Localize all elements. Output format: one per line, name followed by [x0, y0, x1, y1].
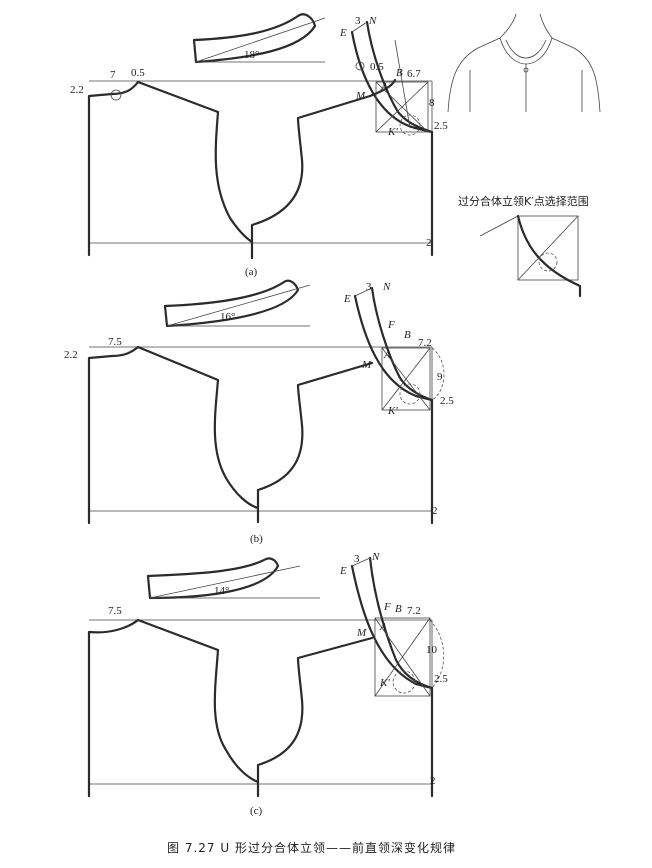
diagram-c: 14° 7.5 2 3 N E F B 7.2 M A	[87, 551, 448, 817]
k-point-inset: 过分合体立领K′点选择范围	[458, 194, 589, 298]
dim-hem-a: 2	[426, 237, 432, 249]
bodice-a: 2.2 7 0.5 2	[70, 67, 434, 260]
dim-top-offset-a: 0.5	[370, 61, 384, 73]
point-B-a: B	[396, 67, 403, 79]
point-B-b: B	[404, 329, 411, 341]
label-c: (c)	[250, 805, 263, 817]
label-b: (b)	[250, 533, 263, 545]
dim-extension-c: 2.5	[434, 673, 448, 685]
point-K-a: K'	[387, 126, 398, 138]
collar-piece-c: 14°	[146, 557, 320, 600]
point-A-c: A	[379, 621, 387, 633]
point-N-b: N	[382, 281, 391, 293]
dim-stand-c: 3	[354, 553, 360, 565]
dim-raise-a: 0.5	[131, 67, 145, 79]
bodice-b: 2.2 7.5 2	[64, 336, 438, 525]
collar-construction-a: 3 N E 0.5 B 6.7 M A 8 K' 2.5	[339, 15, 448, 138]
dim-stand-a: 3	[355, 15, 361, 27]
point-F-b: F	[387, 319, 395, 331]
dim-neck-width-c: 7.5	[108, 605, 122, 617]
dim-hem-c: 2	[430, 775, 436, 787]
dim-front-width-a: 6.7	[407, 68, 421, 80]
dim-front-depth-a: 8	[429, 97, 435, 109]
point-N-c: N	[371, 551, 380, 563]
point-E-b: E	[343, 293, 351, 305]
point-A-b: A	[383, 349, 391, 361]
point-E-a: E	[339, 27, 347, 39]
collar-angle-c: 14°	[214, 585, 229, 597]
point-K-b: K'	[387, 405, 398, 417]
dim-extension-b: 2.5	[440, 395, 454, 407]
dim-neck-width-b: 7.5	[108, 336, 122, 348]
point-M-b: M	[361, 359, 372, 371]
collar-angle-b: 16°	[220, 311, 235, 323]
dim-shoulder-drop-a: 2.2	[70, 84, 84, 96]
inset-title: 过分合体立领K′点选择范围	[458, 194, 589, 208]
collar-piece-b: 16°	[163, 279, 311, 328]
point-A-a: A	[380, 81, 388, 93]
dim-extension-a: 2.5	[434, 120, 448, 132]
point-F-c: F	[383, 601, 391, 613]
diagram-b: 16° 2.2 7.5 2 3 N E F B 7.2 M	[64, 279, 454, 545]
point-N-a: N	[368, 15, 377, 27]
collar-construction-c: 3 N E F B 7.2 M A 10 K' 2.5	[339, 551, 448, 697]
dim-hem-b: 2	[432, 505, 438, 517]
point-M-a: M	[355, 90, 366, 102]
collar-construction-b: 3 N E F B 7.2 M A 9 K' 2.5	[343, 281, 454, 417]
point-E-c: E	[339, 565, 347, 577]
collar-piece-a: 18°	[192, 13, 326, 64]
dim-shoulder-drop-b: 2.2	[64, 349, 78, 361]
label-a: (a)	[245, 266, 258, 278]
dim-front-width-c: 7.2	[407, 605, 421, 617]
shirt-sketch	[447, 13, 601, 113]
dim-stand-b: 3	[366, 281, 372, 293]
bodice-c: 7.5 2	[87, 605, 436, 798]
diagram-a: 18° 2.2 7 0.5 2 3 N	[70, 13, 448, 278]
point-M-c: M	[356, 627, 367, 639]
dim-neck-width-a: 7	[110, 69, 116, 81]
dim-front-depth-c: 10	[426, 644, 438, 656]
dim-front-depth-b: 9	[437, 371, 443, 383]
collar-angle-a: 18°	[244, 49, 259, 61]
point-K-c: K'	[379, 677, 390, 689]
figure-caption: 图 7.27 U 形过分合体立领——前直领深变化规律	[167, 840, 456, 855]
dim-front-width-b: 7.2	[418, 337, 432, 349]
point-B-c: B	[395, 603, 402, 615]
